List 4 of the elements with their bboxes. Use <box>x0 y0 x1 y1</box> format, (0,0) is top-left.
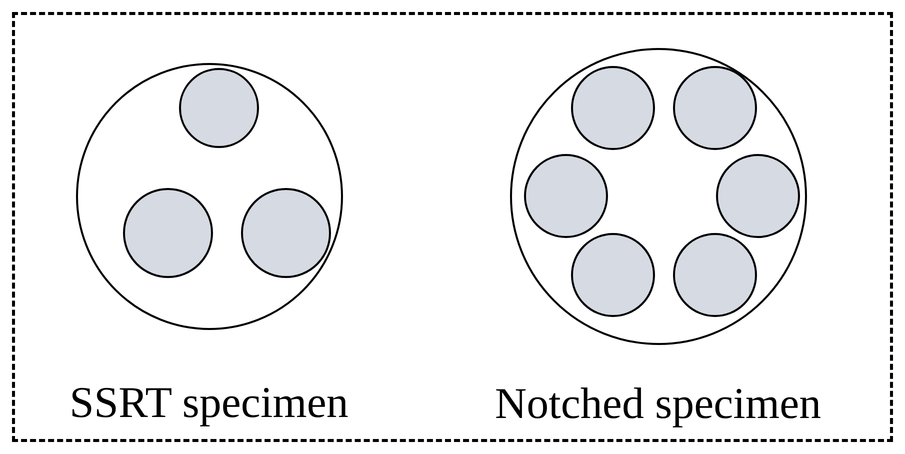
specimen-label: SSRT specimen <box>70 378 348 428</box>
hole-circle <box>672 233 756 317</box>
dashed-frame <box>12 12 893 442</box>
specimen-label: Notched specimen <box>494 379 822 429</box>
